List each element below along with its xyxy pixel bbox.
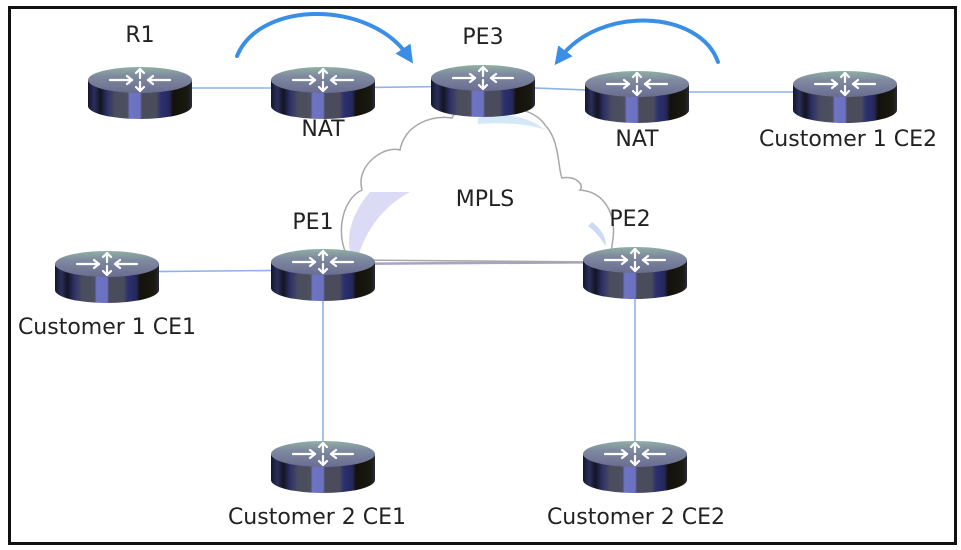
router-pe2[interactable]: PE2 — [583, 207, 687, 299]
router-icon — [585, 71, 689, 123]
router-r1[interactable]: R1 — [88, 23, 192, 119]
router-nat-right[interactable]: NAT — [585, 71, 689, 152]
mpls-label: MPLS — [456, 187, 514, 212]
router-label: Customer 1 CE1 — [18, 315, 196, 340]
router-c2-ce2[interactable]: Customer 2 CE2 — [547, 441, 725, 530]
mpls-cloud-shade-top — [478, 115, 545, 130]
router-pe3[interactable]: PE3 — [431, 25, 535, 117]
router-label: Customer 1 CE2 — [759, 127, 937, 152]
router-icon — [88, 67, 192, 119]
router-label: NAT — [615, 127, 659, 152]
router-c1-ce1[interactable]: Customer 1 CE1 — [18, 251, 196, 340]
router-pe1[interactable]: PE1 — [271, 210, 375, 301]
router-label: Customer 2 CE2 — [547, 505, 725, 530]
mpls-cloud-shade-left — [349, 192, 410, 258]
router-icon — [583, 441, 687, 493]
arrow-nat-left-to-pe3-icon — [235, 12, 414, 64]
router-c1-ce2[interactable]: Customer 1 CE2 — [759, 71, 937, 152]
mpls-cloud: MPLS — [340, 104, 615, 263]
router-label: R1 — [125, 23, 154, 48]
router-label: PE3 — [462, 25, 503, 50]
router-icon — [583, 247, 687, 299]
router-label: Customer 2 CE1 — [228, 505, 406, 530]
router-icon — [271, 441, 375, 493]
router-icon — [55, 251, 159, 303]
router-icon — [431, 65, 535, 117]
router-icon — [271, 249, 375, 301]
diagram-frame — [8, 6, 957, 545]
router-label: NAT — [301, 117, 345, 142]
router-label: PE2 — [609, 207, 650, 232]
router-nat-left[interactable]: NAT — [271, 67, 375, 142]
router-label: PE1 — [292, 210, 333, 235]
mpls-cloud-shape — [340, 104, 615, 263]
router-icon — [271, 67, 375, 119]
arrow-nat-right-to-pe3-icon — [554, 18, 720, 66]
router-c2-ce1[interactable]: Customer 2 CE1 — [228, 441, 406, 530]
router-icon — [793, 71, 897, 123]
mpls-cloud-shade-right — [588, 222, 606, 246]
